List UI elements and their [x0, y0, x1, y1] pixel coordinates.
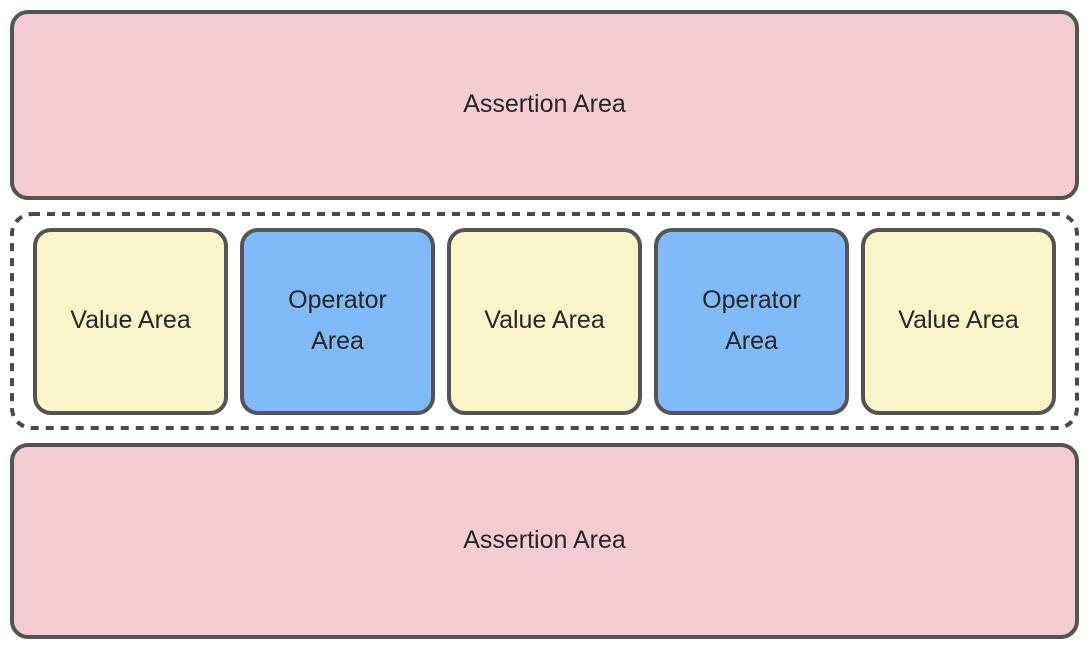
value-area-box-2: Value Area: [447, 227, 642, 415]
expression-row: Value Area Operator Area Value Area Oper…: [10, 212, 1079, 430]
operator-area-box-1-label: Operator Area: [288, 285, 387, 355]
assertion-area-top: Assertion Area: [10, 10, 1079, 200]
value-area-box-1: Value Area: [33, 227, 228, 415]
value-area-box-2-label: Value Area: [484, 306, 605, 335]
assertion-area-top-label: Assertion Area: [463, 90, 626, 119]
assertion-area-bottom: Assertion Area: [10, 443, 1079, 639]
operator-area-box-2: Operator Area: [654, 227, 849, 415]
value-area-box-3: Value Area: [861, 227, 1056, 415]
value-area-box-1-label: Value Area: [70, 306, 191, 335]
assertion-area-bottom-label: Assertion Area: [463, 526, 626, 555]
value-area-box-3-label: Value Area: [898, 306, 1019, 335]
operator-area-box-2-label: Operator Area: [702, 285, 801, 355]
operator-area-box-1: Operator Area: [240, 227, 435, 415]
